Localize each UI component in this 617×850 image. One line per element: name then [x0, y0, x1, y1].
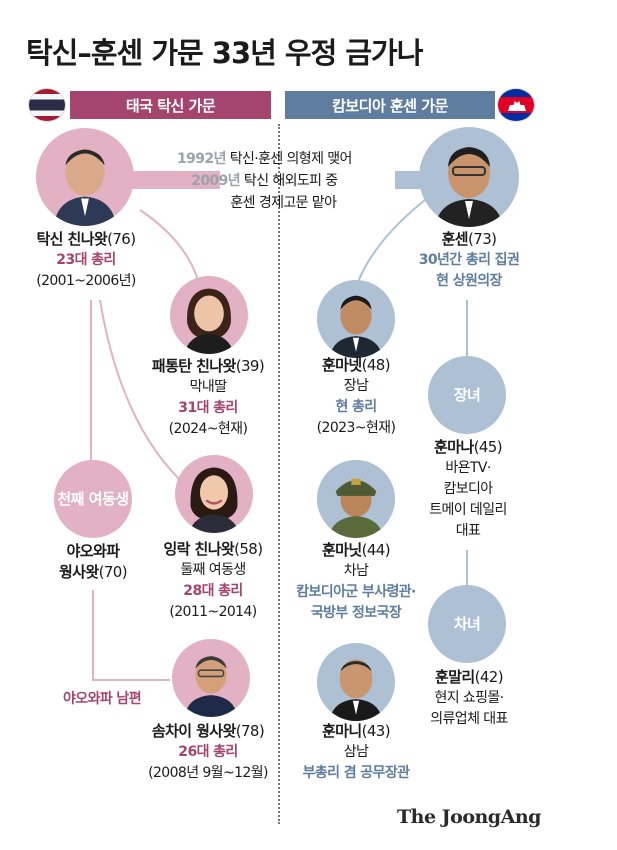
paetongtarn-info: 패통탄 친나왓(39) 막내딸 31대 총리 (2024~현재) [151, 357, 265, 437]
hunmanith-photo [317, 460, 395, 538]
thaksin-photo [36, 128, 134, 226]
sister-node: 천째 여동생 [54, 460, 132, 538]
somchai-photo [172, 639, 250, 717]
hunmanith-info: 훈마닛(44) 차남 캄보디아군 부사령관· 국방부 정보국장 [296, 541, 416, 621]
yingluck-photo [175, 455, 253, 533]
page-title: 탁신–훈센 가문 33년 우정 금가나 [26, 36, 423, 70]
cambodia-flag-icon [497, 88, 535, 122]
relationship-note: 1992년 탁신·훈센 의형제 맺어 2009년 탁신 해외도피 중 훈센 경제… [177, 151, 352, 211]
hunsen-photo [419, 127, 519, 227]
family-divider [278, 124, 280, 824]
yaowapa-info: 야오와파 웡사왓(70) [58, 542, 128, 581]
daughter1-node: 장녀 [428, 356, 506, 434]
hunmanet-info: 훈마넷(48) 장남 현 총리 (2023~현재) [316, 356, 396, 436]
yingluck-info: 잉락 친나왓(58) 둘째 여동생 28대 총리 (2011~2014) [163, 540, 263, 620]
husband-label: 야오와파 남편 [63, 691, 142, 707]
daughter2-node: 차녀 [428, 585, 506, 663]
hunmanet-photo [317, 280, 395, 358]
hunmana-info: 훈마나(45) 바욘TV· 캄보디아 트메이 데일리 대표 [429, 438, 507, 539]
hunmany-info: 훈마니(43) 삼남 부총리 겸 공무장관 [302, 722, 410, 781]
thaksin-info: 탁신 친나왓(76) 23대 총리 (2001~2006년) [36, 230, 136, 289]
thai-family-header: 태국 탁신 가문 [70, 91, 271, 119]
hunsen-info: 훈센(73) 30년간 총리 집권 현 상원의장 [418, 230, 520, 289]
joongang-logo: The JoongAng [397, 806, 541, 828]
thailand-flag-icon [28, 88, 66, 122]
hunmany-photo [317, 643, 395, 721]
somchai-info: 솜차이 웡사왓(78) 26대 총리 (2008년 9월~12월) [148, 722, 268, 781]
hunmali-info: 훈말리(42) 현지 쇼핑몰· 의류업체 대표 [430, 668, 508, 727]
cambodia-family-header: 캄보디아 훈센 가문 [285, 91, 495, 119]
paetongtarn-photo [170, 276, 248, 354]
